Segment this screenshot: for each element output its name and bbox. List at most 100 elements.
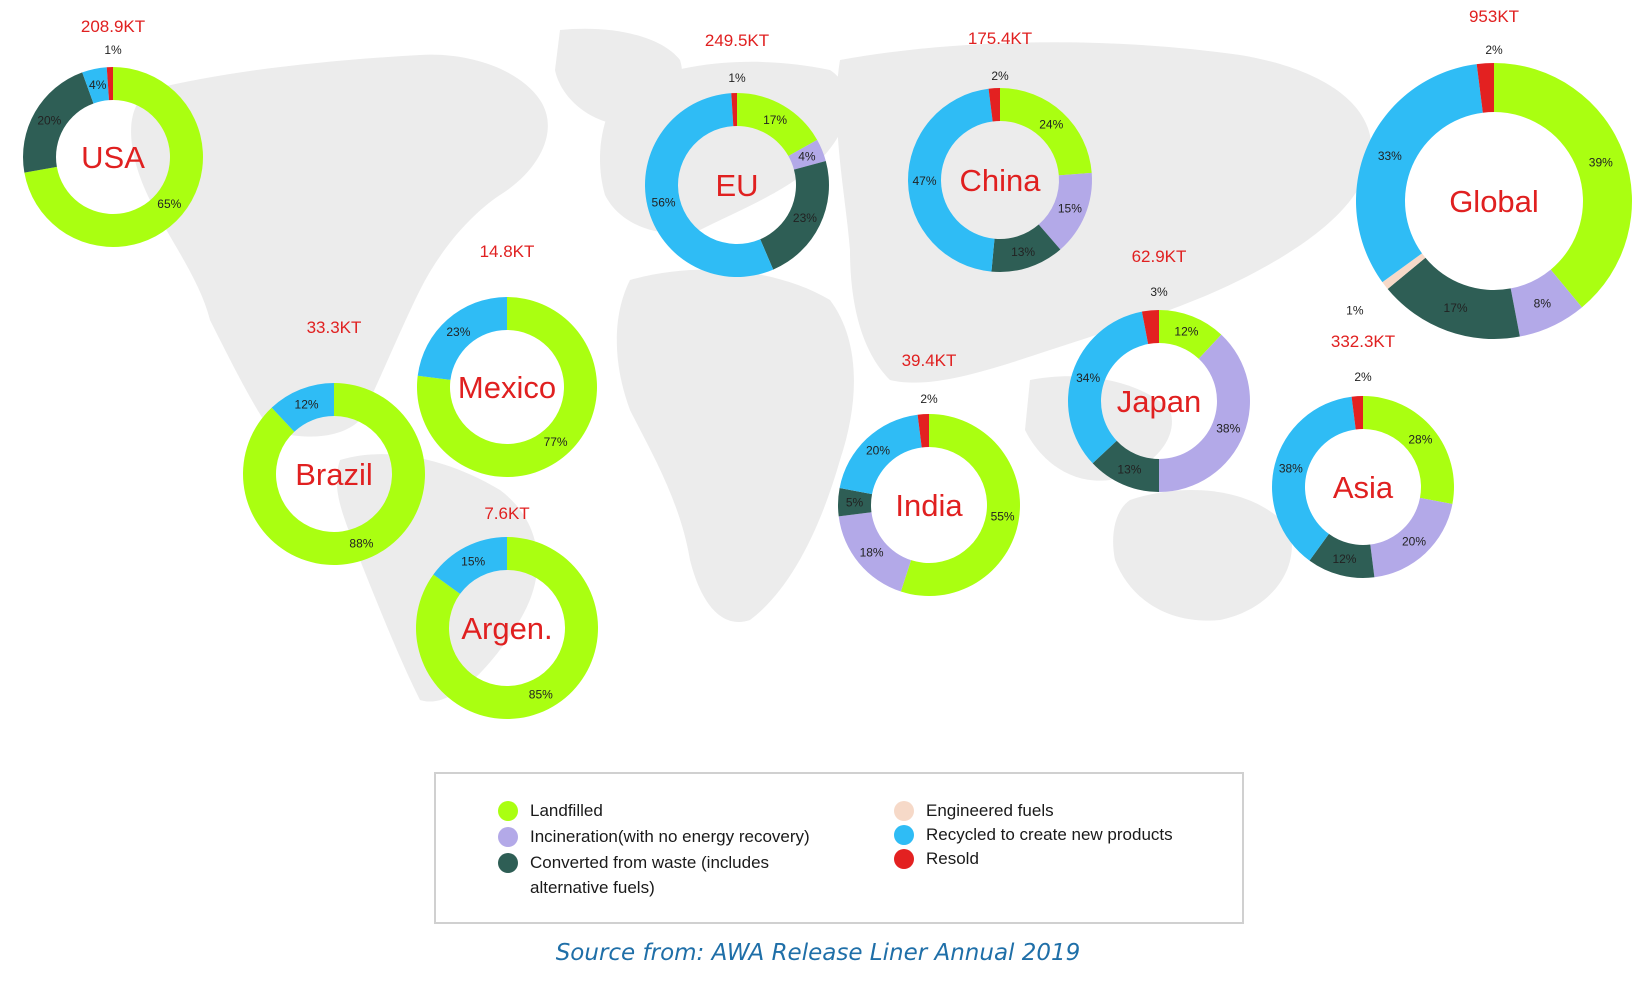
slice-label: 2%: [920, 392, 938, 406]
slice-landfilled: [1159, 310, 1222, 359]
converted-swatch: [498, 853, 518, 873]
region-name: USA: [81, 140, 145, 175]
slice-incineration: [788, 139, 826, 170]
donut-argen: 85% 15% 7.6KT Argen.: [416, 504, 598, 719]
slice-landfilled: [900, 414, 1020, 596]
legend-label: Incineration(with no energy recovery): [530, 827, 810, 846]
region-name: Argen.: [461, 611, 552, 646]
slice-label: 4%: [89, 78, 107, 92]
slice-converted: [991, 224, 1061, 272]
slice-recycled: [271, 383, 334, 432]
region-total: 14.8KT: [480, 242, 535, 261]
slice-label: 2%: [1354, 370, 1372, 384]
map-africa: [616, 269, 854, 622]
slice-converted: [1092, 440, 1159, 492]
slice-label: 20%: [866, 444, 890, 458]
legend-label: Landfilled: [530, 801, 603, 820]
slice-label: 38%: [1279, 461, 1303, 475]
slice-label: 3%: [1150, 285, 1168, 299]
region-total: 953KT: [1469, 7, 1519, 26]
legend-column-right: Engineered fuels Recycled to create new …: [894, 798, 1224, 871]
slice-incineration: [1370, 497, 1453, 578]
region-total: 33.3KT: [307, 318, 362, 337]
slice-label: 4%: [798, 149, 816, 163]
slice-incineration: [1038, 172, 1092, 250]
slice-landfilled: [1363, 396, 1455, 505]
slice-landfilled: [737, 93, 818, 157]
slice-incineration: [1159, 334, 1251, 492]
slice-label: 15%: [461, 555, 485, 569]
map-australia: [1113, 490, 1292, 621]
slice-label: 65%: [157, 197, 181, 211]
slice-label: 2%: [991, 69, 1009, 83]
region-name: Mexico: [458, 370, 556, 405]
slice-landfilled: [1000, 88, 1092, 176]
slice-incineration: [838, 512, 912, 592]
slice-recycled: [417, 297, 507, 380]
slice-label: 34%: [1076, 371, 1100, 385]
incineration-swatch: [498, 827, 518, 847]
legend-label: Engineered fuels: [926, 801, 1054, 820]
legend-item-resold: Resold: [894, 846, 1224, 871]
slice-label: 2%: [1485, 43, 1503, 57]
slice-label: 28%: [1408, 433, 1432, 447]
slice-label: 17%: [763, 113, 787, 127]
slice-resold: [731, 93, 737, 127]
region-name: EU: [715, 168, 758, 203]
region-total: 7.6KT: [484, 504, 529, 523]
slice-resold: [1476, 63, 1494, 113]
slice-recycled: [644, 93, 774, 277]
region-name: India: [895, 488, 963, 523]
slice-label: 38%: [1216, 421, 1240, 435]
slice-label: 12%: [1174, 325, 1198, 339]
slice-resold: [106, 67, 113, 101]
slice-label: 77%: [544, 435, 568, 449]
region-total: 175.4KT: [968, 29, 1032, 48]
region-total: 39.4KT: [902, 351, 957, 370]
slice-label: 85%: [529, 687, 553, 701]
slice-recycled: [82, 67, 110, 104]
slice-recycled: [433, 537, 507, 594]
slice-converted: [838, 487, 873, 517]
region-total: 62.9KT: [1132, 247, 1187, 266]
recycled-swatch: [894, 825, 914, 845]
slice-label: 8%: [1534, 297, 1552, 311]
slice-landfilled: [1494, 63, 1632, 308]
slice-converted: [23, 72, 94, 173]
slice-recycled: [1068, 311, 1149, 464]
slice-converted: [760, 160, 829, 270]
slice-incineration: [1510, 269, 1582, 337]
slice-engineered: [1382, 253, 1426, 289]
map-north-america: [131, 54, 548, 437]
slice-label: 1%: [1346, 304, 1364, 318]
slice-label: 88%: [349, 536, 373, 550]
slice-label: 12%: [1332, 552, 1356, 566]
legend-item-incineration: Incineration(with no energy recovery): [498, 824, 858, 849]
slice-label: 15%: [1058, 202, 1082, 216]
slice-recycled: [839, 414, 922, 495]
slice-converted: [1309, 533, 1375, 578]
legend-label: Converted from waste (includes alternati…: [530, 853, 770, 897]
slice-label: 5%: [846, 496, 864, 510]
legend-item-landfilled: Landfilled: [498, 798, 858, 823]
slice-label: 23%: [793, 211, 817, 225]
source-caption: Source from: AWA Release Liner Annual 20…: [555, 940, 1081, 966]
region-total: 249.5KT: [705, 31, 769, 50]
slice-label: 20%: [37, 113, 61, 127]
slice-resold: [1141, 310, 1159, 345]
landfilled-swatch: [498, 801, 518, 821]
slice-label: 39%: [1589, 156, 1613, 170]
engineered-swatch: [894, 801, 914, 821]
slice-landfilled: [416, 537, 598, 719]
slice-resold: [1351, 396, 1363, 430]
slice-label: 47%: [912, 174, 936, 188]
